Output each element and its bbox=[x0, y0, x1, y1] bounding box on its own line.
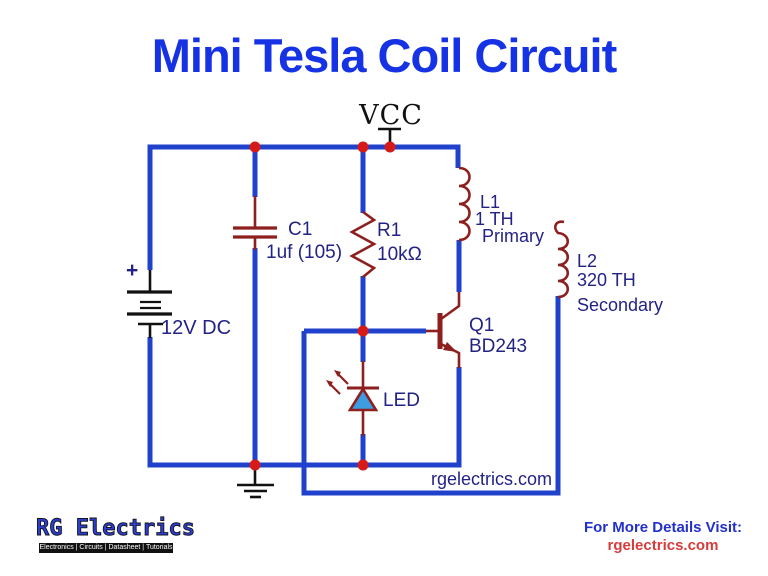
footer-visit-block: For More Details Visit: rgelectrics.com bbox=[583, 519, 743, 555]
wire-feedback-loop bbox=[301, 296, 561, 496]
components bbox=[233, 166, 570, 436]
visit-url: rgelectrics.com bbox=[607, 537, 719, 554]
resistor-r1-symbol bbox=[349, 210, 377, 279]
junction-dot bbox=[249, 459, 261, 471]
r1-ref-label: R1 bbox=[377, 220, 402, 241]
l2-turns-label: 320 TH bbox=[577, 270, 636, 290]
inductor-l2-symbol bbox=[554, 220, 570, 299]
vcc-label: VCC bbox=[359, 100, 423, 131]
emitter-arrow-icon bbox=[443, 342, 457, 352]
l1-turns-label: 1 TH bbox=[475, 209, 514, 229]
c1-value-label: 1uf (105) bbox=[266, 242, 343, 263]
junction-dot bbox=[357, 459, 369, 471]
inductor-l1-symbol bbox=[458, 166, 471, 242]
junction-dot bbox=[249, 141, 261, 153]
watermark-url: rgelectrics.com bbox=[430, 469, 552, 489]
r1-value-label: 10kΩ bbox=[377, 244, 422, 265]
l2-role-label: Secondary bbox=[577, 295, 664, 315]
l1-role-label: Primary bbox=[482, 226, 544, 246]
brand-logo: RG Electrics bbox=[36, 516, 196, 542]
wires bbox=[147, 144, 561, 496]
battery-plus-sign: + bbox=[126, 259, 139, 282]
c1-ref-label: C1 bbox=[288, 219, 313, 240]
ground-symbol bbox=[237, 466, 274, 499]
capacitor-c1-symbol bbox=[233, 196, 277, 250]
page-title: Mini Tesla Coil Circuit bbox=[151, 29, 617, 82]
led-symbol bbox=[326, 361, 379, 436]
led-label: LED bbox=[383, 390, 420, 411]
brand-tagline: Electronics | Circuits | Datasheet | Tut… bbox=[39, 543, 173, 553]
wire-top-rail bbox=[147, 144, 461, 270]
battery-value-label: 12V DC bbox=[161, 317, 232, 339]
junction-dots bbox=[249, 141, 396, 471]
battery-symbol bbox=[127, 270, 172, 338]
visit-label: For More Details Visit: bbox=[583, 519, 743, 536]
led-emission-arrows-icon bbox=[326, 370, 349, 395]
q1-ref-label: Q1 bbox=[469, 315, 495, 336]
junction-dot bbox=[357, 325, 369, 337]
transistor-q1-symbol bbox=[426, 292, 461, 368]
led-triangle bbox=[347, 386, 379, 412]
l2-ref-label: L2 bbox=[577, 251, 598, 271]
q1-value-label: BD243 bbox=[469, 336, 528, 357]
l1-ref-label: L1 bbox=[480, 192, 501, 212]
junction-dot bbox=[384, 141, 396, 153]
junction-dot bbox=[357, 141, 369, 153]
black-symbols bbox=[127, 127, 401, 499]
